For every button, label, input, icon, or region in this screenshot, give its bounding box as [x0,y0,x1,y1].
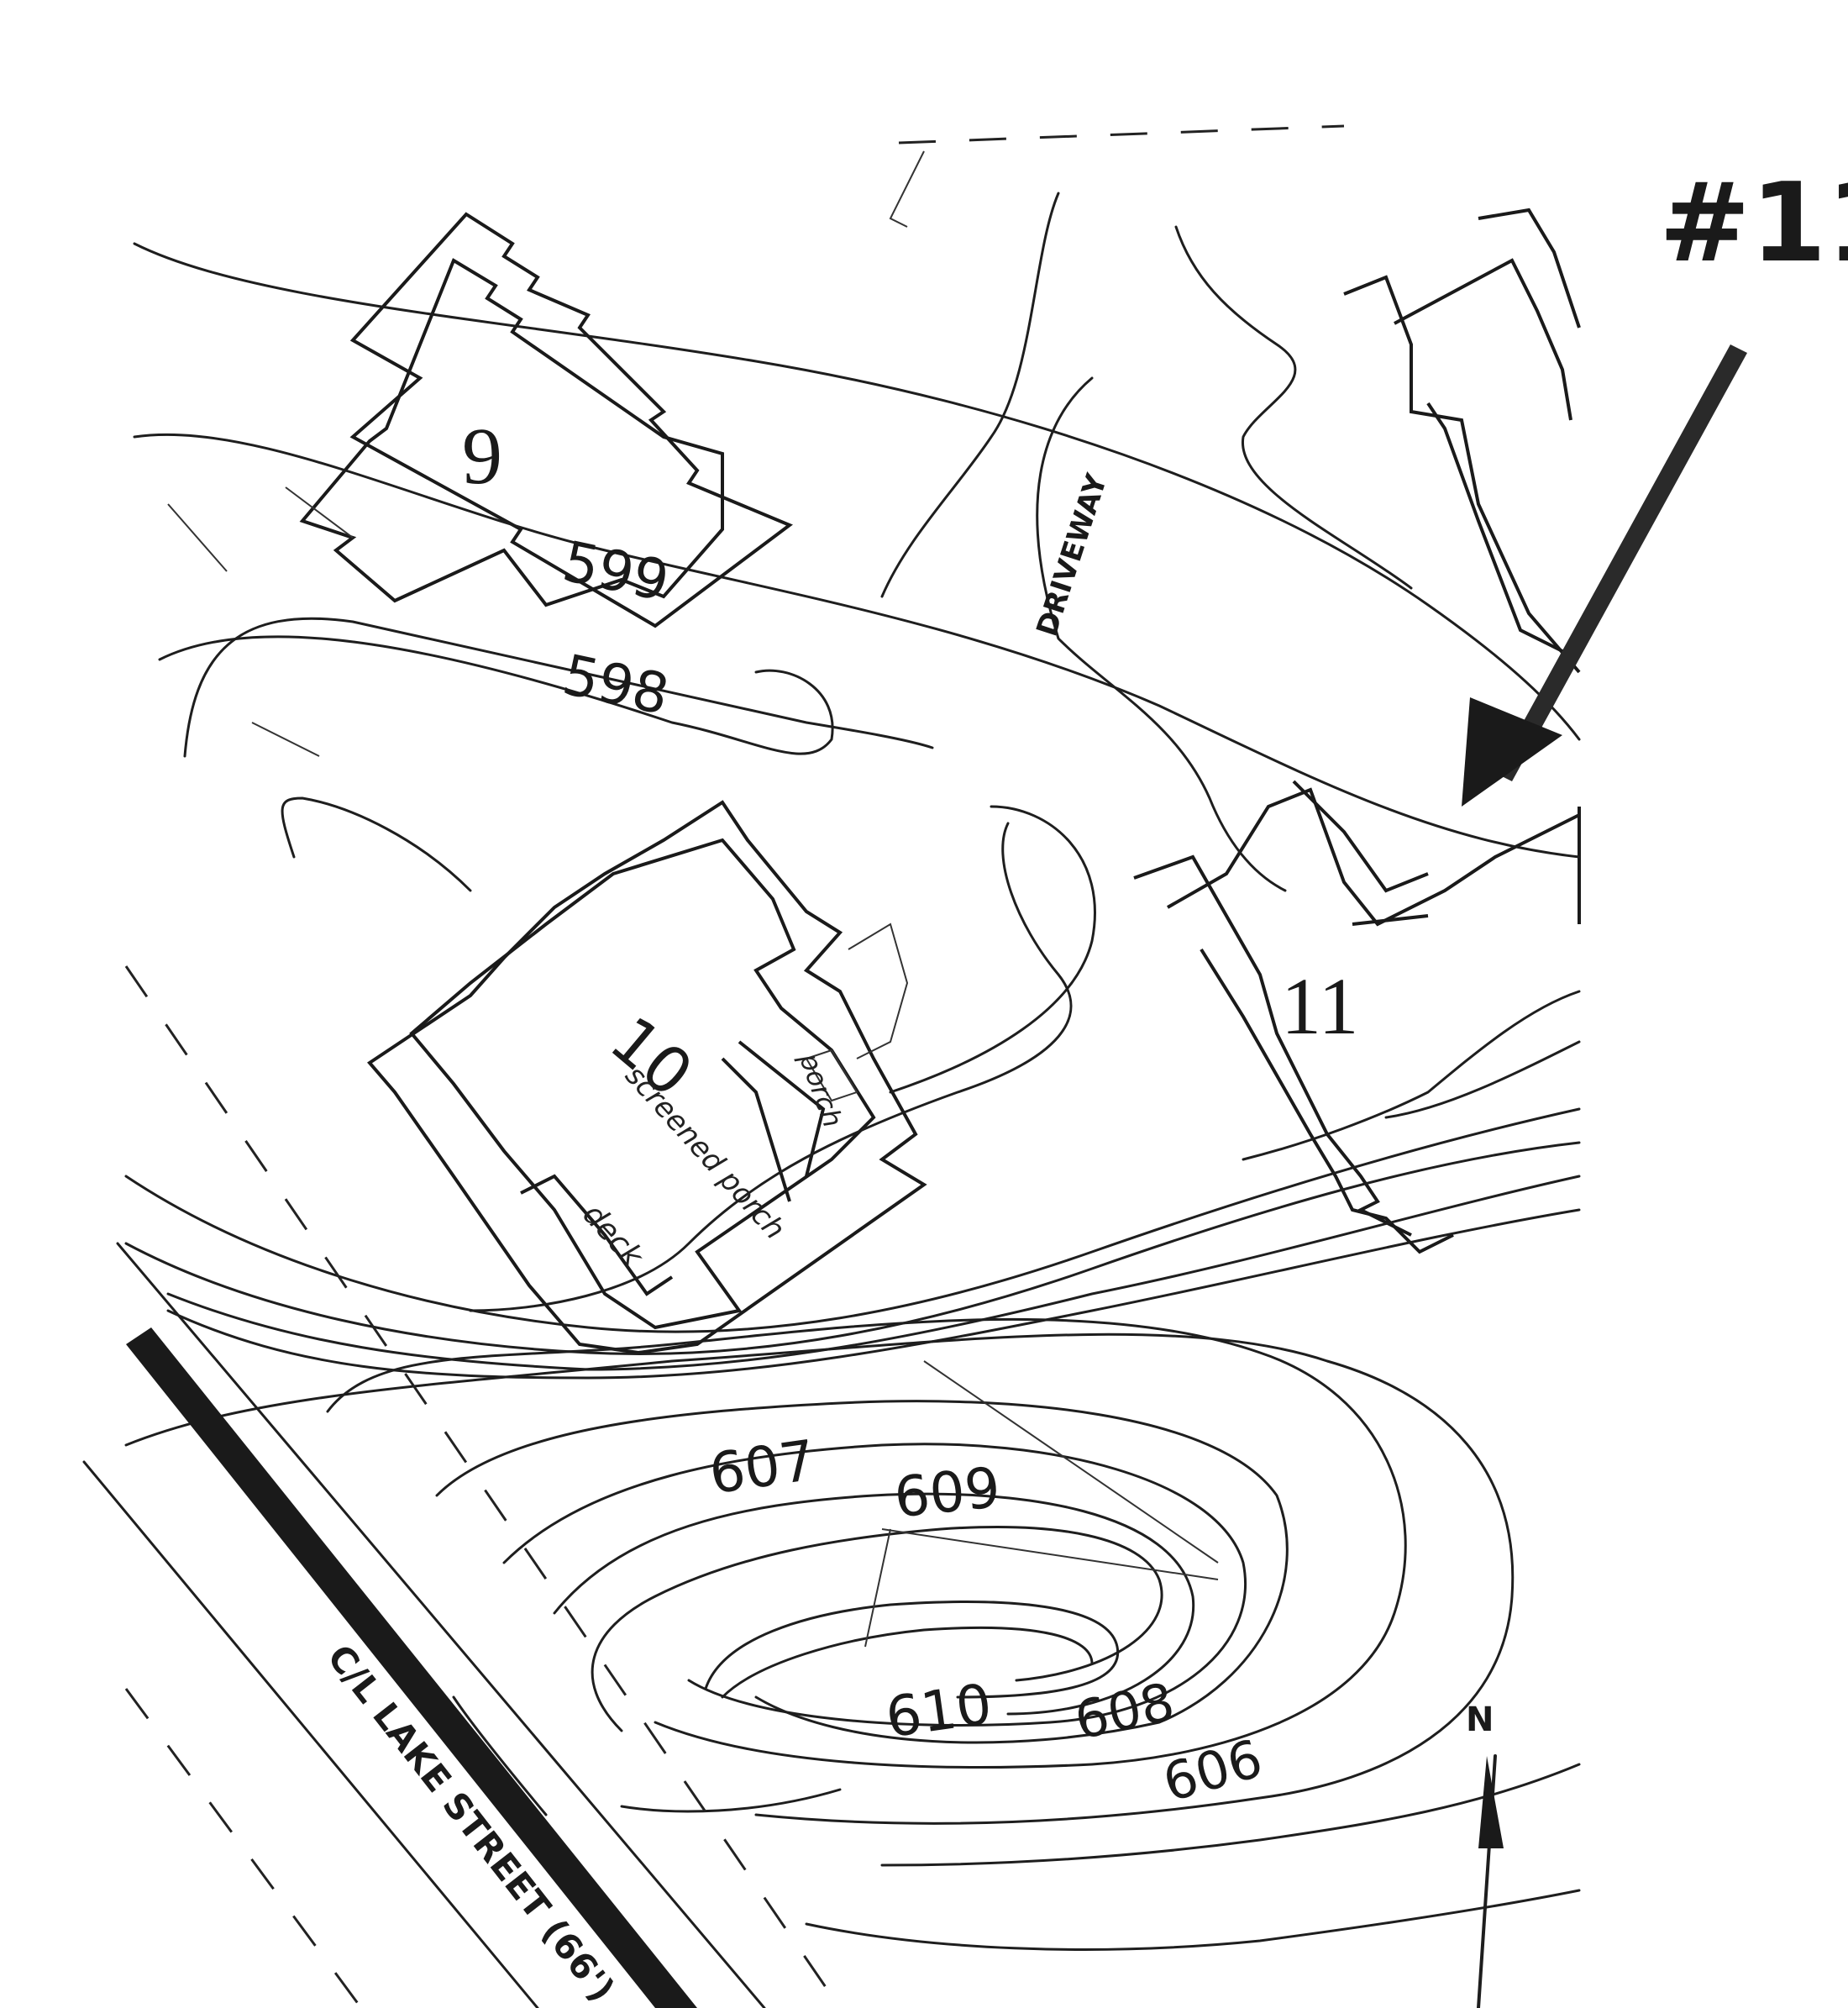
contour-lines [124,242,1581,1951]
screened-porch-label: screened porch [618,1059,791,1246]
street-label: C/L LAKE STREET (66') [319,1637,622,2008]
contour-label-606: 606 [1157,1727,1269,1814]
upper-right-building [889,150,1581,674]
driveway [880,192,1413,892]
driveway-label: DRIVEWAY [1030,470,1114,640]
contour-label-599: 599 [558,529,675,615]
lot-10-building [367,800,927,1355]
lake-street [82,1242,766,2008]
contour-label-607: 607 [706,1428,819,1507]
lot-9-label: 9 [462,411,502,501]
annotation-arrow [1462,344,1747,807]
north-label: N [1466,1700,1494,1739]
annotation-label: #11 [1659,159,1848,286]
contour-label-598: 598 [558,643,675,728]
lot-11-label: 11 [1281,961,1358,1051]
lot-9-building [167,212,793,757]
north-arrow: N [1466,1700,1504,2008]
contour-label-609: 609 [891,1455,1003,1531]
property-lines [124,124,1345,2008]
contour-label-610: 610 [882,1672,995,1751]
